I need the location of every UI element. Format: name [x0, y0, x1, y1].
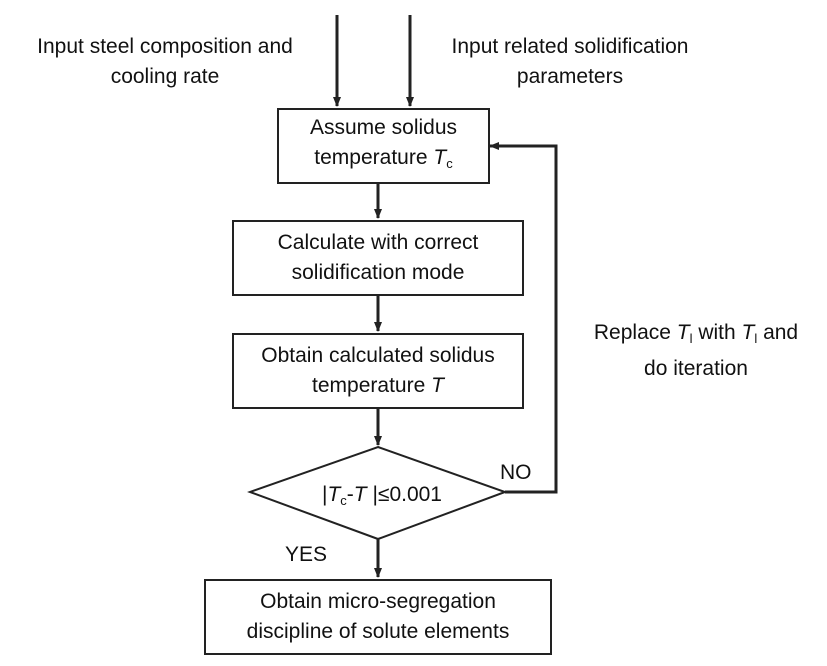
no-loop-connector	[489, 142, 558, 494]
calc-line2: solidification mode	[291, 261, 465, 284]
assume-line2: temperature Tc	[314, 143, 452, 179]
assume-solidus-box: Assume solidus temperature Tc	[277, 108, 490, 184]
decision-open: |	[322, 483, 328, 506]
input-params-line1: Input related solidification	[451, 35, 689, 58]
obtain-line2: temperature T	[312, 371, 444, 401]
assume-sub: c	[446, 156, 453, 171]
final-line1: Obtain micro-segregation	[260, 590, 496, 613]
obtain-line1: Obtain calculated solidus	[261, 344, 495, 367]
replace-suffix: and	[757, 321, 799, 344]
input-steel-line1: Input steel composition and	[37, 35, 293, 58]
decision-condition: |Tc-T |≤0.001	[262, 480, 502, 516]
replace-var2: T	[741, 321, 755, 344]
calculate-box: Calculate with correct solidification mo…	[232, 220, 524, 296]
decision-sub1: c	[340, 493, 347, 508]
obtain-calculated-box: Obtain calculated solidus temperature T	[232, 333, 524, 409]
input-steel-label: Input steel composition and cooling rate	[0, 32, 330, 92]
decision-close: |≤0.001	[366, 483, 442, 506]
replace-mid: with	[692, 321, 742, 344]
replace-line1: Replace Tl with Tl and	[568, 318, 824, 354]
input-params-label: Input related solidification parameters	[420, 32, 720, 92]
assume-line1: Assume solidus	[309, 116, 458, 139]
no-label: NO	[500, 461, 532, 484]
replace-line2: do iteration	[644, 357, 748, 380]
input-params-line2: parameters	[516, 65, 624, 88]
replace-label: Replace Tl with Tl and do iteration	[568, 318, 824, 384]
assume-line2-prefix: temperature	[314, 146, 434, 169]
obtain-line2-prefix: temperature	[312, 374, 432, 397]
yes-label: YES	[285, 543, 328, 566]
input-steel-line2: cooling rate	[110, 65, 220, 88]
replace-sub1: l	[689, 331, 693, 346]
obtain-var: T	[431, 374, 444, 397]
replace-var1: T	[676, 321, 690, 344]
decision-var2: T	[353, 483, 367, 506]
final-box: Obtain micro-segregation discipline of s…	[204, 579, 552, 655]
final-line2: discipline of solute elements	[246, 620, 510, 643]
decision-var1: T	[327, 483, 341, 506]
calc-line1: Calculate with correct	[277, 231, 479, 254]
replace-sub2: l	[754, 331, 758, 346]
replace-prefix: Replace	[593, 321, 677, 344]
assume-var: T	[433, 146, 447, 169]
decision-minus: -	[346, 483, 354, 506]
